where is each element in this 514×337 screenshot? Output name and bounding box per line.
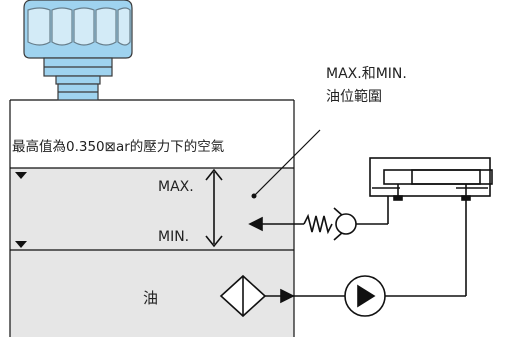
level-triangle-icon	[15, 241, 27, 248]
leader-line	[253, 129, 321, 197]
pump-icon	[344, 275, 386, 317]
hydraulic-cylinder-icon	[369, 157, 493, 201]
filter-diamond-icon	[219, 274, 267, 318]
air-note-text: 最高值為0.350⊠ar的壓力下的空氣	[12, 138, 224, 155]
tank-range-zone	[10, 168, 294, 250]
range-note-line1: MAX.和MIN.	[326, 66, 407, 82]
level-triangle-icon	[15, 172, 27, 179]
suction-line	[265, 200, 467, 304]
level-range-arrow	[205, 168, 223, 248]
oil-label: 油	[143, 289, 158, 307]
check-valve-icon	[333, 207, 357, 241]
max-label: MAX.	[158, 179, 194, 195]
range-note-line2: 油位範圍	[326, 88, 382, 105]
breather-cap-icon	[23, 0, 133, 101]
min-label: MIN.	[158, 229, 189, 245]
return-line	[248, 196, 389, 235]
box-glyph: ⊠	[105, 139, 116, 155]
tank-air-zone	[10, 100, 294, 168]
leader-dot	[251, 193, 257, 199]
